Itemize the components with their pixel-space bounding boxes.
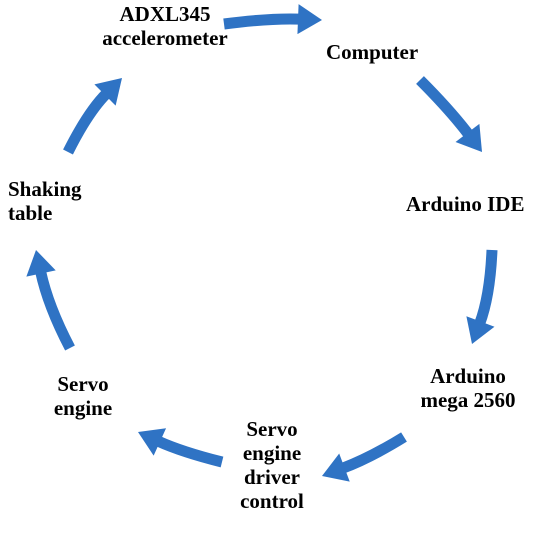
node-driver-control-line-3: driver [244,465,300,489]
node-servo-engine-line-2: engine [53,396,113,420]
arrow-driver-control-to-servo-shaft [155,436,224,468]
node-shaking-table-line-1: Shaking [8,177,82,201]
node-arduino-ide: Arduino IDE [406,192,524,216]
arrow-accelerometer-to-computer-head [297,4,322,35]
arrow-accelerometer-to-computer-shaft [223,13,301,30]
arrow-computer-to-arduino-ide-head [455,123,482,152]
arrow-servo-to-shaking-table [26,250,75,351]
arrow-mega-to-driver-control-head [322,453,350,482]
node-driver-control: Servo engine driver control [222,417,322,513]
arrow-arduino-ide-to-mega-head [466,316,495,344]
node-shaking-table: Shaking table [8,177,82,225]
arrow-shaking-table-to-accel [63,78,122,155]
arrow-mega-to-driver-control [322,432,407,482]
arrow-arduino-ide-to-mega [466,249,498,344]
arrow-arduino-ide-to-mega-shaft [474,249,498,326]
node-driver-control-line-1: Servo [246,417,298,441]
node-shaking-table-line-2: table [8,201,53,225]
arrow-shaking-table-to-accel-head [94,78,122,106]
arrow-driver-control-to-servo-head [138,428,167,456]
node-accelerometer-line-2: accelerometer [102,26,228,50]
node-driver-control-line-2: engine [242,441,302,465]
arrow-driver-control-to-servo [138,428,224,468]
node-arduino-mega-line-1: Arduino [430,364,506,388]
arrow-computer-to-arduino-ide-shaft [416,76,474,138]
arrow-mega-to-driver-control-shaft [340,432,407,474]
node-arduino-ide-line-1: Arduino IDE [406,192,525,216]
node-arduino-mega: Arduino mega 2560 [410,364,526,412]
node-servo-engine: Servo engine [38,372,128,420]
node-accelerometer: ADXL345 accelerometer [80,2,250,50]
arrow-accelerometer-to-computer [223,4,322,35]
node-accelerometer-line-1: ADXL345 [119,2,211,26]
node-servo-engine-line-1: Servo [57,372,109,396]
node-computer-line-1: Computer [326,40,419,64]
arrow-computer-to-arduino-ide [416,76,482,152]
node-driver-control-line-4: control [240,489,304,513]
arrow-shaking-table-to-accel-shaft [63,89,111,155]
arrow-servo-to-shaking-table-shaft [35,270,75,351]
arrow-servo-to-shaking-table-head [26,250,56,277]
node-computer: Computer [326,40,418,64]
node-arduino-mega-line-2: mega 2560 [420,388,516,412]
